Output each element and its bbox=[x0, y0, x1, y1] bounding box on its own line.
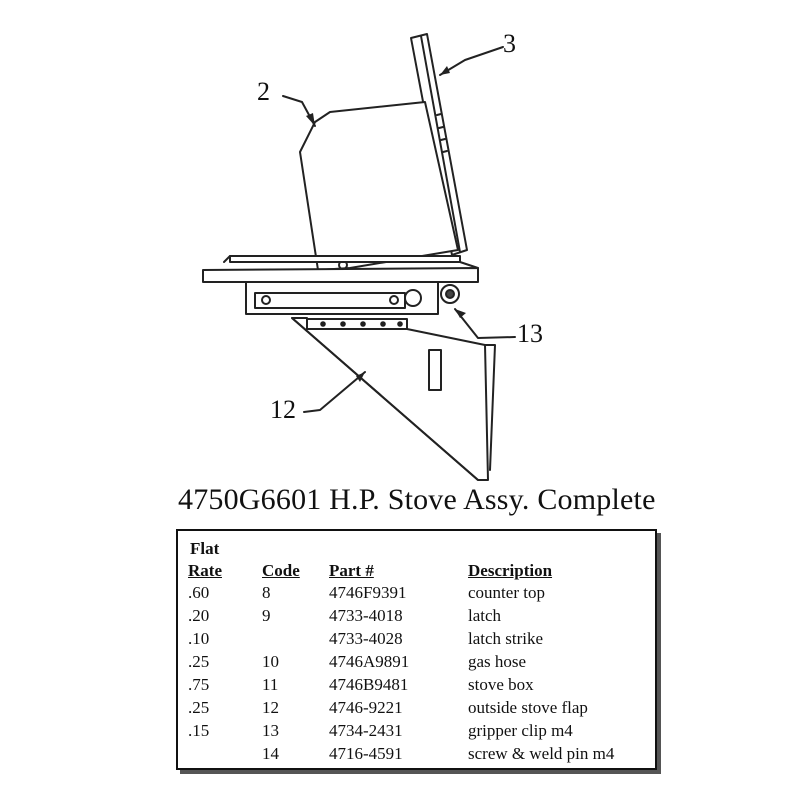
part-cell: 4716-4591 bbox=[329, 744, 403, 763]
code-cell: 11 bbox=[262, 675, 279, 694]
table-row: .75 11 4746B9481 stove box bbox=[178, 675, 655, 698]
code-cell: 10 bbox=[262, 652, 279, 671]
outside-stove-flap-part-12 bbox=[291, 317, 496, 481]
parts-table: Flat Rate Code Part # Description .60 8 … bbox=[176, 529, 657, 770]
rate-cell: .10 bbox=[188, 629, 210, 648]
header-code: Code bbox=[262, 561, 300, 580]
table-row: .25 10 4746A9891 gas hose bbox=[178, 652, 655, 675]
part-cell: 4746-9221 bbox=[329, 698, 403, 717]
part-cell: 4746A9891 bbox=[329, 652, 410, 671]
rate-cell: .25 bbox=[188, 698, 210, 717]
description-cell: latch strike bbox=[468, 629, 544, 648]
gripper-clip-part-13 bbox=[440, 284, 460, 304]
description-cell: gas hose bbox=[468, 652, 527, 671]
description-cell: counter top bbox=[468, 583, 545, 602]
table-row: .25 12 4746-9221 outside stove flap bbox=[178, 698, 655, 721]
part-cell: 4734-2431 bbox=[329, 721, 403, 740]
table-row: 14 4716-4591 screw & weld pin m4 bbox=[178, 744, 655, 767]
header-part: Part # bbox=[329, 561, 374, 580]
code-cell: 9 bbox=[262, 606, 271, 625]
rate-cell: .25 bbox=[188, 652, 210, 671]
stove-assembly-diagram: 2 3 13 12 bbox=[202, 29, 543, 481]
rate-cell: .15 bbox=[188, 721, 210, 740]
rate-cell: .75 bbox=[188, 675, 210, 694]
part-cell: 4733-4018 bbox=[329, 606, 403, 625]
hinge-plate bbox=[306, 318, 408, 330]
callout-2: 2 bbox=[257, 77, 270, 106]
assembly-title: 4750G6601 H.P. Stove Assy. Complete bbox=[178, 483, 656, 516]
part-cell: 4733-4028 bbox=[329, 629, 403, 648]
description-cell: screw & weld pin m4 bbox=[468, 744, 615, 763]
rate-cell: .20 bbox=[188, 606, 210, 625]
table-row: .15 13 4734-2431 gripper clip m4 bbox=[178, 721, 655, 744]
code-cell: 14 bbox=[262, 744, 279, 763]
code-cell: 12 bbox=[262, 698, 279, 717]
callout-3: 3 bbox=[503, 29, 516, 58]
table-row: .60 8 4746F9391 counter top bbox=[178, 583, 655, 606]
callout-13: 13 bbox=[517, 319, 543, 348]
header-rate: Rate bbox=[188, 561, 222, 580]
description-cell: outside stove flap bbox=[468, 698, 588, 717]
table-row: .10 4733-4028 latch strike bbox=[178, 629, 655, 652]
table-row: .20 9 4733-4018 latch bbox=[178, 606, 655, 629]
rate-cell: .60 bbox=[188, 583, 210, 602]
code-cell: 13 bbox=[262, 721, 279, 740]
stove-body bbox=[245, 281, 439, 315]
header-description: Description bbox=[468, 561, 553, 580]
header-flat: Flat bbox=[190, 539, 220, 558]
leader-arrowheads bbox=[306, 66, 466, 382]
description-cell: gripper clip m4 bbox=[468, 721, 573, 740]
part-cell: 4746B9481 bbox=[329, 675, 409, 694]
description-cell: latch bbox=[468, 606, 502, 625]
code-cell: 8 bbox=[262, 583, 271, 602]
callout-12: 12 bbox=[270, 395, 296, 424]
counter-top-rail bbox=[202, 255, 479, 283]
description-cell: stove box bbox=[468, 675, 534, 694]
part-cell: 4746F9391 bbox=[329, 583, 407, 602]
